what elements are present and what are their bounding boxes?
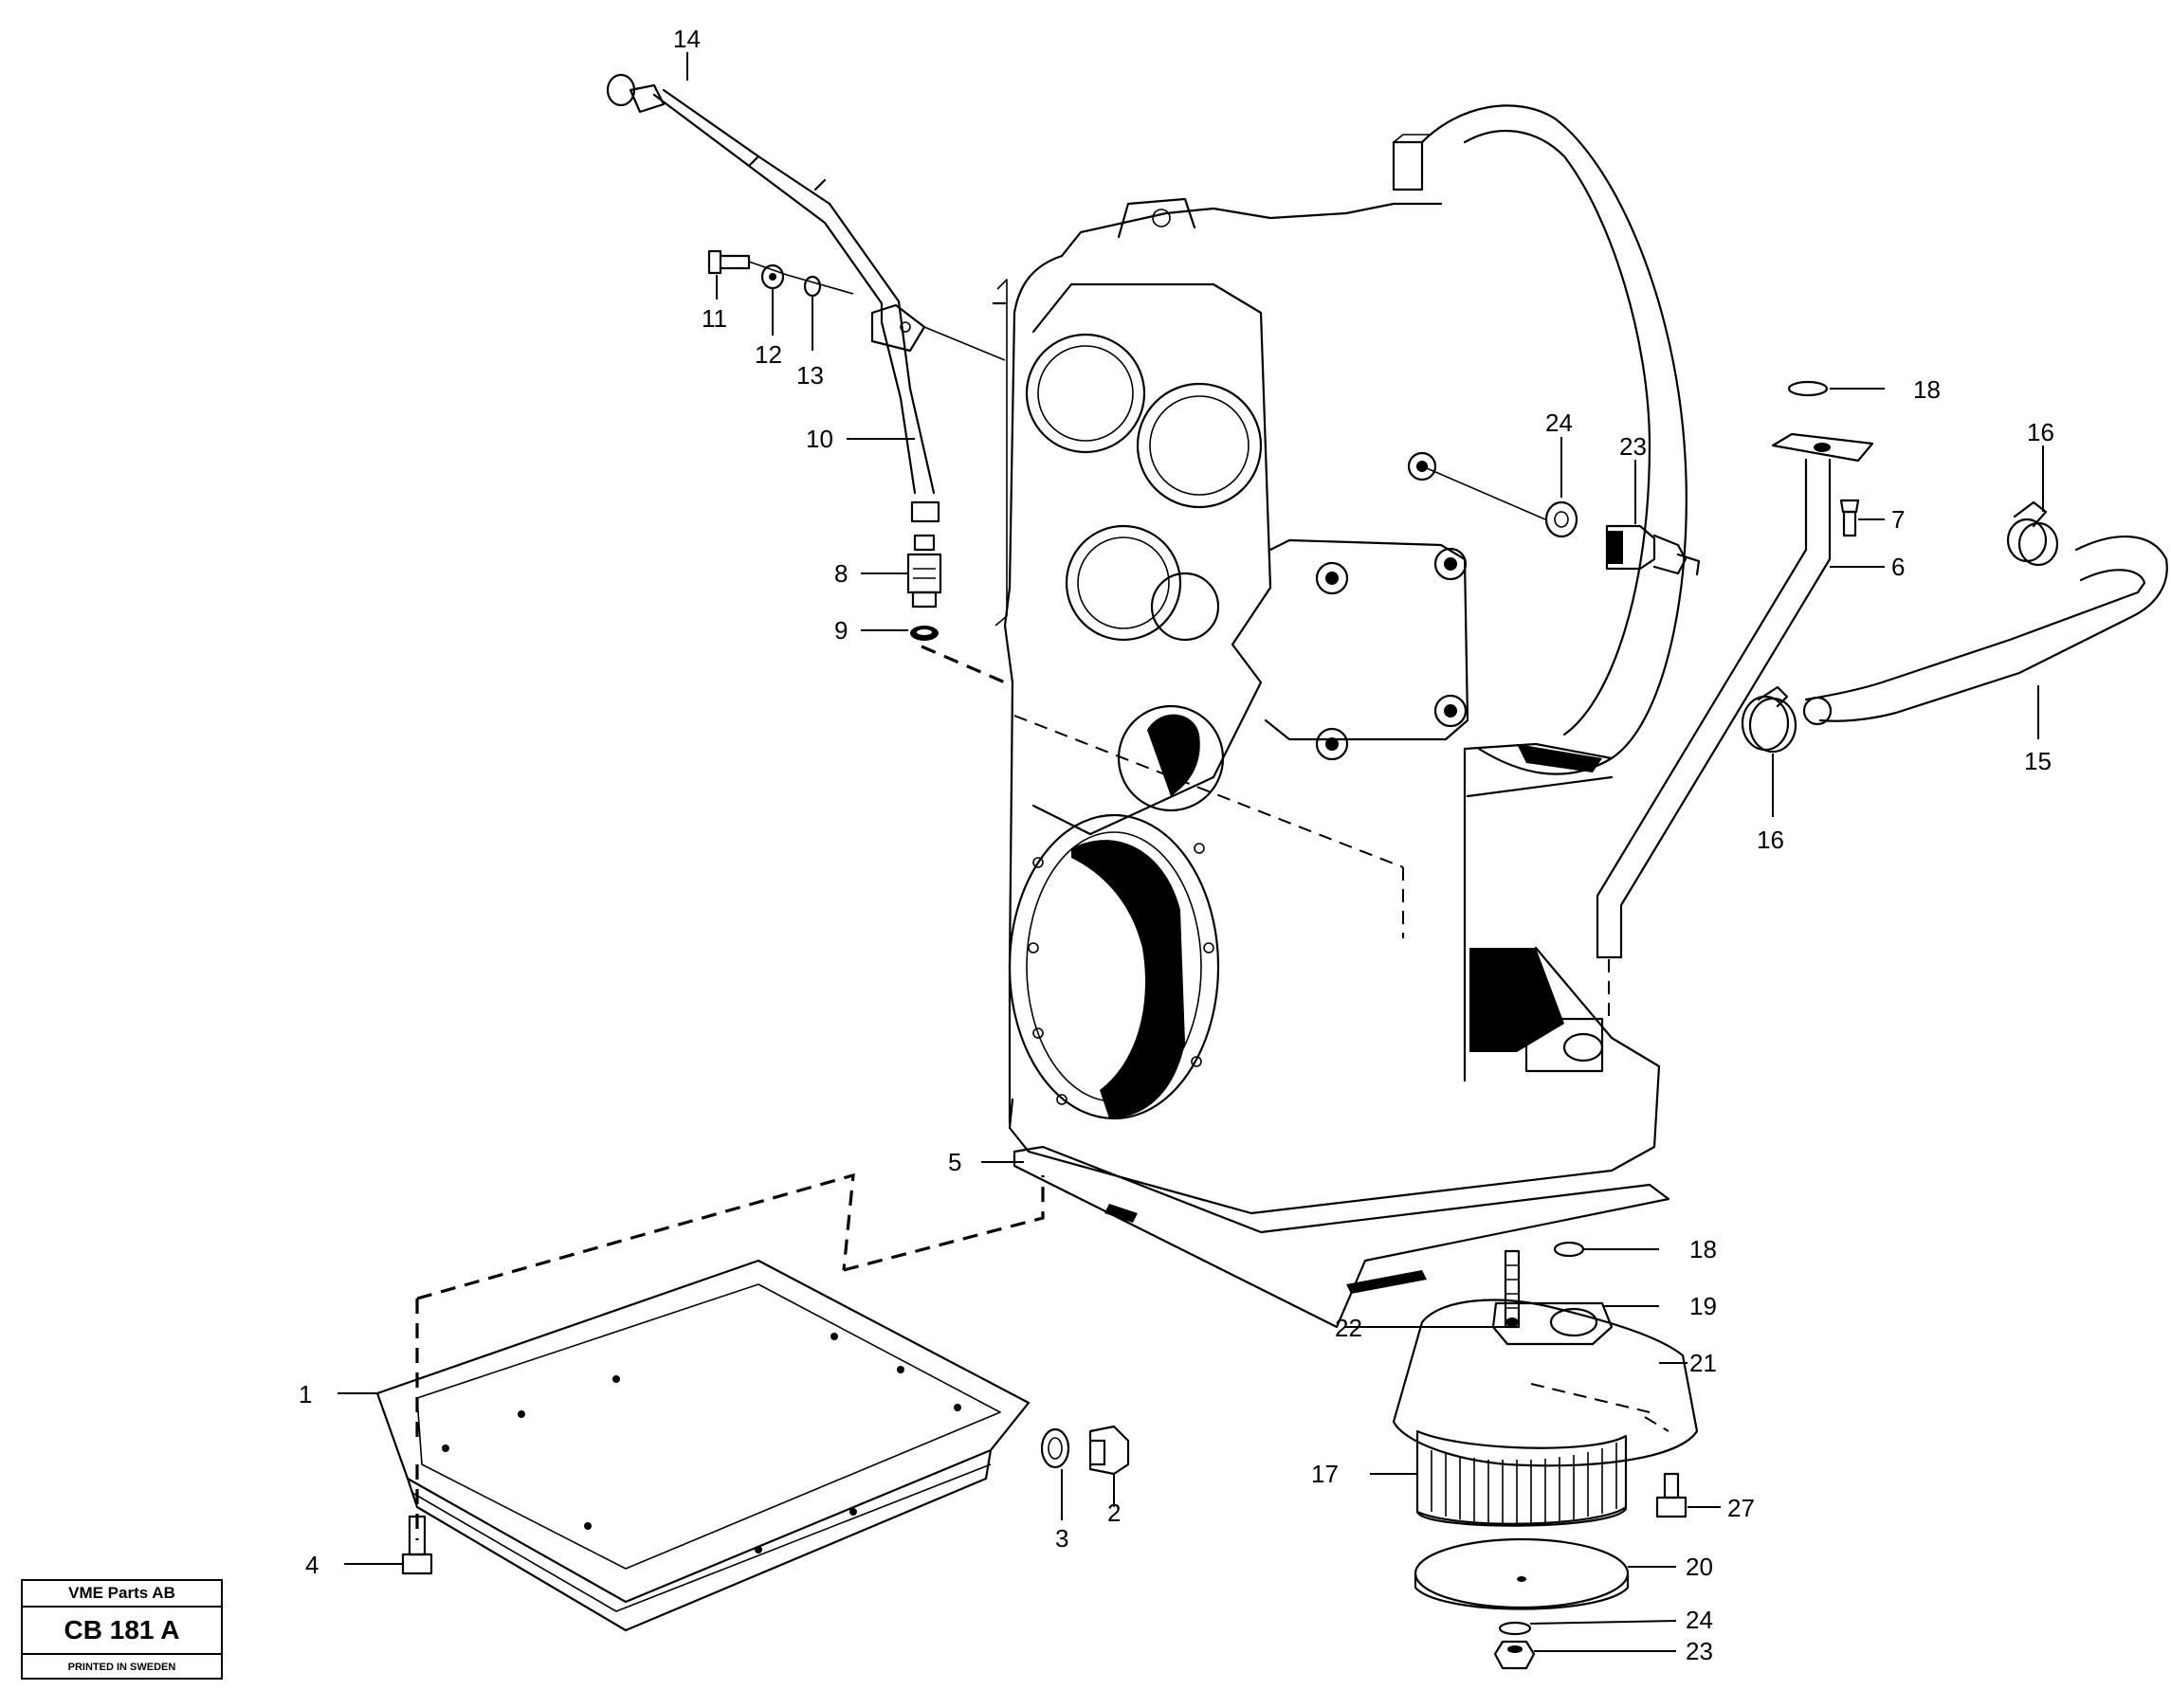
callout-21: 21 (1689, 1349, 1717, 1377)
callout-15: 15 (2024, 747, 2052, 775)
stamp-code: CB 181 A (23, 1608, 221, 1655)
callout-20: 20 (1686, 1553, 1713, 1581)
stamp-company: VME Parts AB (23, 1581, 221, 1608)
callout-10: 10 (806, 425, 833, 453)
title-stamp: VME Parts AB CB 181 A PRINTED IN SWEDEN (21, 1579, 223, 1680)
callout-5: 5 (948, 1148, 961, 1176)
callout-3: 3 (1055, 1524, 1068, 1553)
callout-8: 8 (834, 559, 848, 588)
dipstick-assembly (606, 73, 1006, 684)
callout-11: 11 (702, 304, 727, 333)
filter-assembly (1392, 1241, 1699, 1670)
callout-13: 13 (796, 361, 824, 390)
callout-23: 23 (1686, 1637, 1713, 1665)
callout-24: 24 (1686, 1606, 1713, 1634)
callout-18-bottom: 18 (1689, 1235, 1717, 1263)
callout-16-bottom: 16 (1757, 826, 1784, 854)
callout-19: 19 (1689, 1292, 1717, 1320)
leader-lines (338, 52, 2044, 1652)
temperature-sensor (1426, 467, 1701, 576)
callout-26: 24 (1545, 409, 1573, 437)
transmission-housing (992, 104, 1688, 1329)
oil-pan (375, 1172, 1130, 1632)
stamp-printed: PRINTED IN SWEDEN (67, 1662, 176, 1673)
callout-7: 7 (1891, 505, 1905, 534)
callout-14: 14 (673, 25, 701, 53)
hose-assembly (1741, 500, 2168, 754)
callout-22: 22 (1335, 1314, 1362, 1342)
callout-6: 6 (1891, 553, 1905, 581)
callout-2: 2 (1107, 1499, 1121, 1527)
callout-4: 4 (305, 1551, 319, 1579)
oil-pipe (1596, 380, 1874, 1024)
callout-labels: 14 11 12 13 10 8 9 24 23 18 16 7 6 15 16… (299, 25, 2054, 1665)
callout-17: 17 (1311, 1460, 1339, 1488)
callout-12: 12 (755, 340, 782, 369)
callout-18-top: 18 (1913, 375, 1941, 404)
callout-16-top: 16 (2027, 418, 2054, 446)
callout-1: 1 (299, 1380, 312, 1408)
callout-25: 23 (1619, 432, 1647, 461)
callout-27: 27 (1727, 1494, 1755, 1522)
callout-9: 9 (834, 616, 848, 645)
